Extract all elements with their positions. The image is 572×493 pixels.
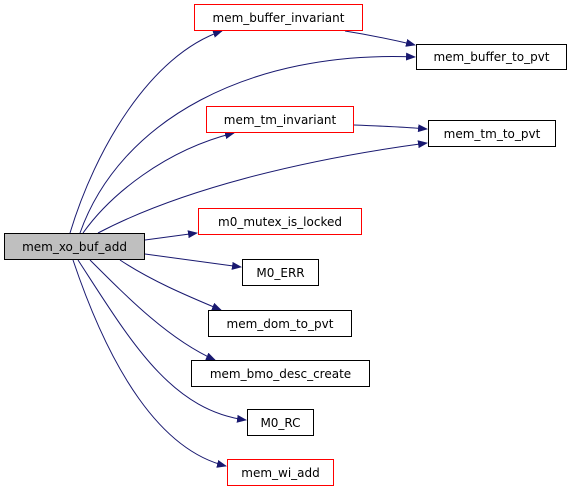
edge-mem-xo-buf-add-to-mem-wi-add	[72, 259, 227, 468]
edge-mem-xo-buf-add-to-m0-mutex-is-locked	[144, 230, 198, 241]
node-m0-err[interactable]: M0_ERR	[242, 259, 319, 286]
edge-mem-xo-buf-add-to-mem-bmo-desc-create	[89, 259, 216, 361]
node-mem-dom-to-pvt[interactable]: mem_dom_to_pvt	[208, 310, 352, 337]
edge-mem-tm-invariant-to-mem-tm-to-pvt	[353, 124, 428, 133]
node-mem-tm-to-pvt[interactable]: mem_tm_to_pvt	[428, 120, 556, 147]
node-m0-rc[interactable]: M0_RC	[247, 409, 314, 436]
node-mem-wi-add[interactable]: mem_wi_add	[227, 459, 334, 486]
edge-mem-xo-buf-add-to-mem-buffer-invariant	[69, 30, 223, 234]
node-mem-buffer-invariant[interactable]: mem_buffer_invariant	[194, 4, 363, 31]
edge-mem-xo-buf-add-to-mem-tm-to-pvt	[97, 140, 428, 234]
edge-mem-xo-buf-add-to-mem-buffer-to-pvt	[79, 52, 416, 234]
node-mem-bmo-desc-create[interactable]: mem_bmo_desc_create	[191, 360, 370, 387]
edge-mem-buffer-invariant-to-mem-buffer-to-pvt	[344, 30, 416, 47]
node-mem-tm-invariant[interactable]: mem_tm_invariant	[206, 106, 354, 133]
edge-mem-xo-buf-add-to-m0-rc	[77, 259, 247, 423]
node-mem-xo-buf-add: mem_xo_buf_add	[4, 233, 145, 260]
edge-mem-xo-buf-add-to-mem-dom-to-pvt	[119, 259, 222, 311]
edge-mem-xo-buf-add-to-mem-tm-invariant	[82, 131, 235, 234]
edge-mem-xo-buf-add-to-m0-err	[144, 253, 242, 270]
node-mem-buffer-to-pvt[interactable]: mem_buffer_to_pvt	[416, 44, 567, 70]
node-m0-mutex-is-locked[interactable]: m0_mutex_is_locked	[198, 208, 362, 235]
